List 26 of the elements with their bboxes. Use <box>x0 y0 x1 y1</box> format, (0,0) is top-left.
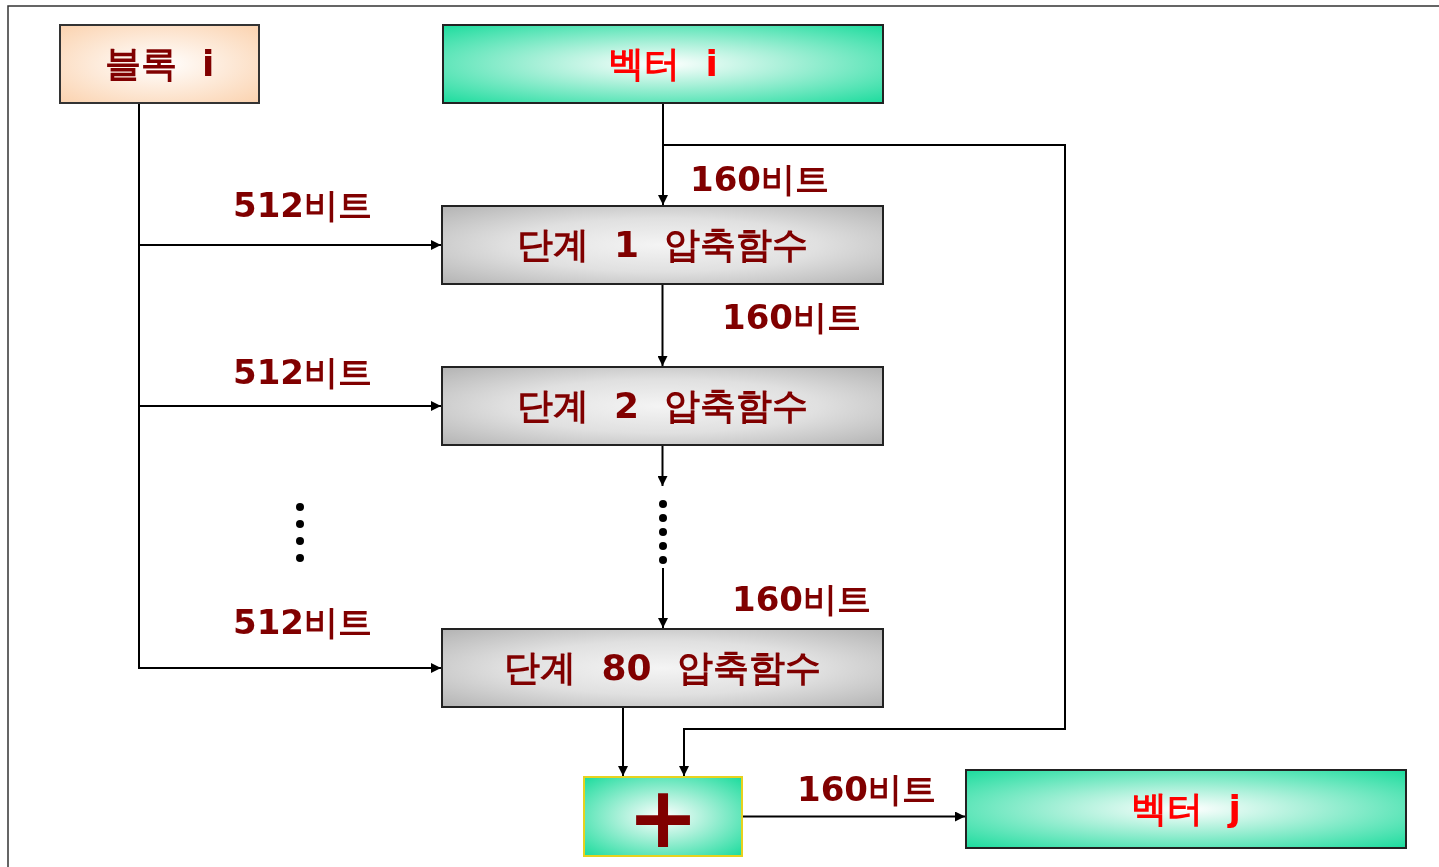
edge-label: 160비트 <box>722 300 861 334</box>
edge-label: 160비트 <box>690 162 829 196</box>
process-box <box>441 628 884 708</box>
arrow <box>657 284 668 367</box>
node-label: 단계 1 압축함수 <box>516 222 809 267</box>
node-label: 블록 i <box>104 41 215 86</box>
node-label: 벡터 i <box>608 41 718 86</box>
edge-label: 512비트 <box>233 188 372 222</box>
edge-label: 512비트 <box>233 605 372 639</box>
arrow <box>658 567 668 629</box>
edge-label: 160비트 <box>732 582 871 616</box>
edge-label: 160비트 <box>797 772 936 806</box>
arrow <box>742 811 966 822</box>
process-box <box>441 366 884 446</box>
plus-sign: + <box>626 780 700 853</box>
input-box <box>59 24 260 104</box>
arrow <box>657 445 668 487</box>
vector-box <box>442 24 884 104</box>
node-label: 벡터 j <box>1131 786 1241 831</box>
node-label: 단계 2 압축함수 <box>516 383 809 428</box>
edge-label: 512비트 <box>233 355 372 389</box>
arrow <box>618 707 628 777</box>
vector-box <box>965 769 1407 849</box>
node-label: 단계 80 압축함수 <box>504 645 821 690</box>
adder-box <box>583 776 743 857</box>
process-box <box>441 205 884 285</box>
